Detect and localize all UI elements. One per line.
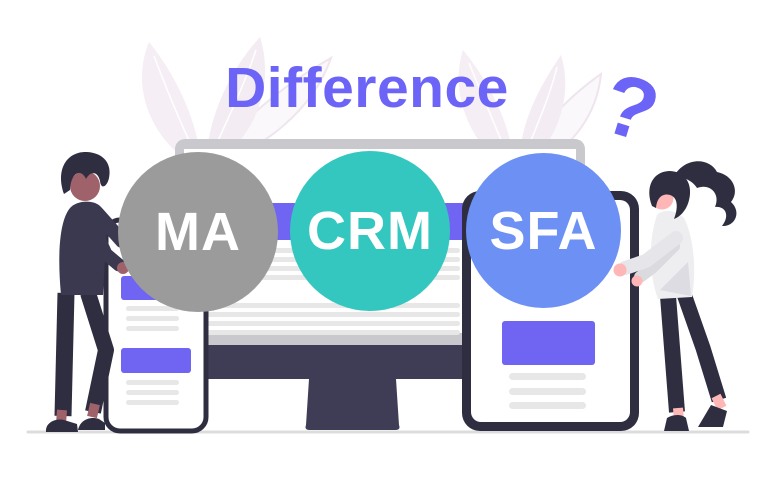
phone-text-lines: [509, 373, 586, 409]
man-leg: [54, 292, 75, 417]
woman-ankle: [711, 393, 727, 411]
leaf: [141, 42, 201, 168]
page-title: Difference: [225, 56, 509, 120]
circle-ma: MA: [118, 152, 278, 312]
woman-leg: [660, 295, 685, 413]
man-leg: [80, 290, 114, 414]
man-shoe: [45, 419, 78, 432]
circle-ma-label: MA: [155, 202, 241, 262]
man-ankle: [87, 402, 100, 419]
man-hair: [61, 151, 110, 194]
phone-text-lines: [126, 306, 179, 331]
circle-sfa-label: SFA: [489, 200, 598, 261]
woman-torso-shadow: [660, 262, 691, 296]
woman-leg: [676, 291, 727, 403]
monitor-stand: [305, 379, 400, 430]
woman-hand: [613, 263, 627, 277]
woman-hand: [631, 275, 643, 287]
man-shoe: [78, 418, 105, 430]
circle-crm-label: CRM: [307, 201, 433, 261]
circle-crm: CRM: [290, 151, 450, 311]
woman-ponytail: [674, 161, 737, 227]
woman-shoe: [664, 415, 689, 431]
woman-shoe: [698, 405, 727, 427]
man-head: [70, 171, 100, 201]
man-arm: [88, 223, 126, 272]
woman-figure: [613, 161, 737, 431]
phone-text-lines: [126, 380, 179, 405]
phone-banner: [502, 321, 595, 365]
phone-banner: [121, 348, 191, 373]
man-figure: [45, 151, 129, 432]
woman-hair: [649, 171, 691, 219]
woman-arm: [618, 231, 683, 275]
circle-sfa: SFA: [466, 153, 621, 308]
